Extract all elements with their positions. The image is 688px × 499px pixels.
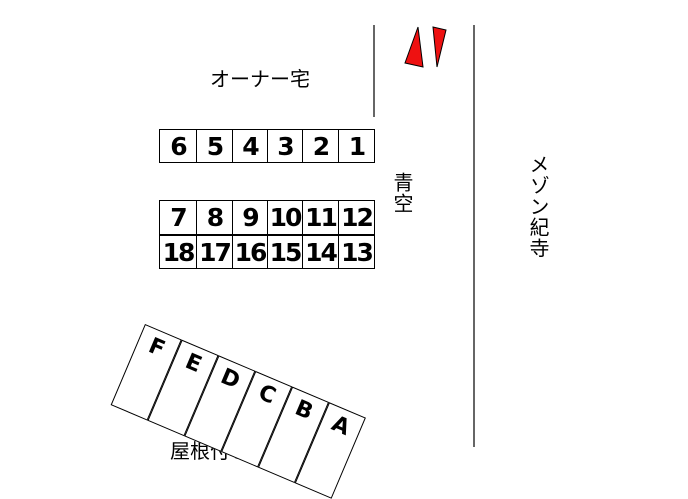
parking-space-1: 1 (338, 129, 375, 163)
aozora-label: 青空 (390, 172, 414, 214)
parking-space-3: 3 (267, 129, 303, 163)
owner-house-label: オーナー宅 (210, 67, 310, 91)
parking-space-12: 12 (338, 200, 375, 235)
parking-space-17: 17 (196, 235, 233, 269)
parking-space-14: 14 (302, 235, 339, 269)
parking-space-2: 2 (302, 129, 339, 163)
parking-space-18: 18 (159, 235, 197, 269)
maison-name-label: メゾン紀寺 (526, 154, 550, 259)
parking-space-4: 4 (232, 129, 268, 163)
parking-space-15: 15 (267, 235, 303, 269)
site-lines (373, 25, 475, 447)
parking-space-10: 10 (267, 200, 303, 235)
parking-space-5: 5 (196, 129, 233, 163)
parking-space-16: 16 (232, 235, 268, 269)
parking-space-7: 7 (159, 200, 197, 235)
parking-space-6: 6 (159, 129, 197, 163)
north-arrow-icon (404, 26, 447, 68)
parking-space-13: 13 (338, 235, 375, 269)
